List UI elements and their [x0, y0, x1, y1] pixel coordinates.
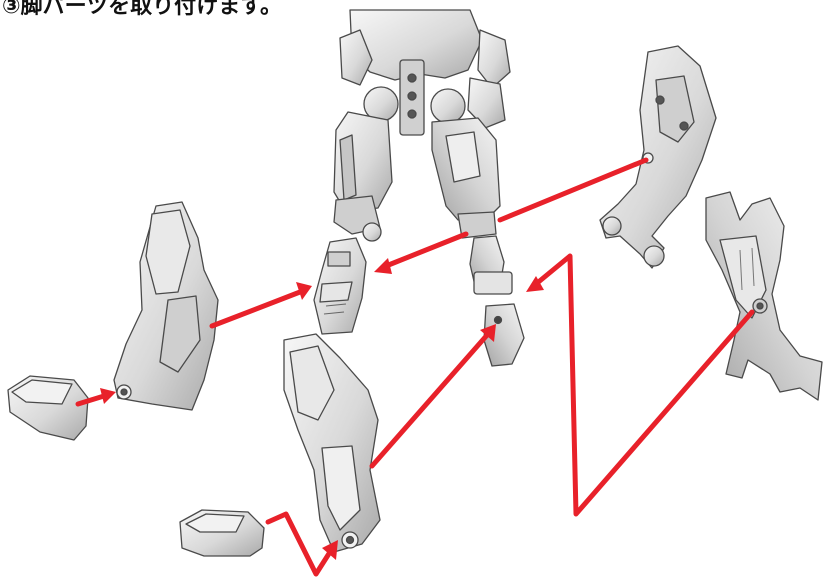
- arrow-left-foot-to-shin: [75, 393, 107, 407]
- right-shin-armor: [283, 333, 381, 553]
- arrowhead: [374, 258, 392, 274]
- right-lower-leg-frame: [469, 235, 525, 367]
- arrow-frame-a-to-left-leg-2: [383, 231, 469, 269]
- arrowhead: [480, 324, 496, 342]
- arrowhead: [526, 276, 544, 292]
- arrowhead: [322, 540, 338, 560]
- left-thigh: [333, 111, 393, 242]
- leg-frame-part-a: [599, 45, 717, 269]
- assembly-arrows: [75, 157, 755, 577]
- left-shin-armor: [113, 201, 219, 411]
- arrowhead: [296, 282, 312, 300]
- right-thigh: [431, 117, 501, 239]
- caption: ③脚パーツを取り付けます。: [2, 0, 282, 19]
- arrow-right-shin-to-leg: [369, 331, 491, 469]
- leg-frame-part-b: [705, 191, 823, 401]
- arrow-frame-a-to-left-leg: [497, 157, 649, 223]
- arrow-right-foot-to-shin: [265, 511, 333, 577]
- left-lower-leg-frame: [313, 237, 367, 335]
- robot-upper-body: [339, 9, 511, 136]
- right-foot-armor: [179, 509, 265, 557]
- left-foot-armor: [7, 375, 89, 441]
- arrow-frame-b-to-right-leg: [533, 253, 755, 517]
- arrowhead: [100, 388, 116, 404]
- arrow-left-shin-to-leg: [209, 289, 303, 329]
